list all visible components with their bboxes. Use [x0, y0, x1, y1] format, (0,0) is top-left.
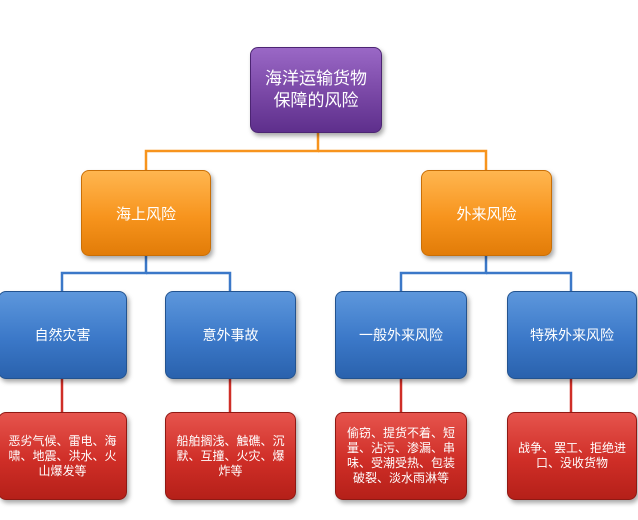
detail-general-external-text: 偷窃、提货不着、短量、沾污、渗漏、串味、受潮受热、包装破裂、淡水雨淋等 — [346, 426, 455, 485]
root-node-label: 海洋运输货物保障的风险 — [265, 69, 367, 111]
detail-special-external: 战争、罢工、拒绝进口、没收货物 — [507, 412, 637, 500]
connector-root-maritime — [144, 132, 320, 172]
detail-special-external-text: 战争、罢工、拒绝进口、没收货物 — [517, 441, 626, 470]
node-natural-disaster: 自然灾害 — [0, 291, 127, 379]
node-general-external-label: 一般外来风险 — [359, 328, 443, 344]
connector-external-special — [486, 271, 573, 293]
node-external-risk: 外来风险 — [421, 170, 552, 256]
connector-external-general — [399, 255, 488, 293]
root-node: 海洋运输货物保障的风险 — [250, 47, 382, 133]
node-special-external: 特殊外来风险 — [507, 291, 637, 379]
bottom-connectors — [60, 378, 573, 414]
detail-natural-disaster: 恶劣气候、雷电、海啸、地震、洪水、火山爆发等 — [0, 412, 127, 500]
connector-maritime-accident — [146, 271, 232, 293]
mid-connectors — [60, 255, 573, 293]
node-external-risk-label: 外来风险 — [456, 204, 517, 223]
root-connectors — [144, 132, 488, 172]
detail-natural-disaster-text: 恶劣气候、雷电、海啸、地震、洪水、火山爆发等 — [8, 433, 117, 478]
node-accident: 意外事故 — [165, 291, 296, 379]
node-accident-label: 意外事故 — [202, 328, 259, 344]
detail-general-external: 偷窃、提货不着、短量、沾污、渗漏、串味、受潮受热、包装破裂、淡水雨淋等 — [335, 412, 467, 500]
node-natural-disaster-label: 自然灾害 — [34, 328, 91, 344]
node-general-external: 一般外来风险 — [335, 291, 467, 379]
connector-maritime-natural — [60, 255, 148, 293]
node-maritime-risk: 海上风险 — [81, 170, 211, 256]
node-special-external-label: 特殊外来风险 — [530, 328, 614, 344]
detail-accident: 船舶搁浅、触礁、沉默、互撞、火灾、爆炸等 — [165, 412, 296, 500]
detail-accident-text: 船舶搁浅、触礁、沉默、互撞、火灾、爆炸等 — [176, 433, 285, 478]
node-maritime-risk-label: 海上风险 — [115, 204, 176, 223]
connector-root-external — [318, 149, 488, 172]
